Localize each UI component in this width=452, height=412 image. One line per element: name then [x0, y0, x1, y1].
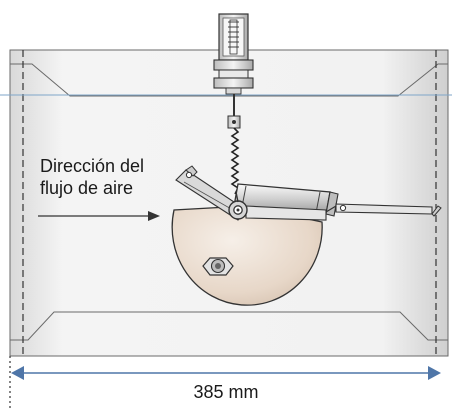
pivot: [228, 191, 248, 220]
flow-direction-label-line2: flujo de aire: [40, 178, 133, 198]
disc-body: [171, 205, 323, 306]
shaft-nut: [202, 257, 234, 276]
flow-direction-label-line1: Dirección del: [40, 156, 144, 176]
right-arm: [245, 203, 442, 221]
dimension: 385 mm: [9, 356, 441, 410]
duct-lower-contour: [10, 311, 448, 341]
actuator-assembly: [213, 13, 254, 129]
dimension-label: 385 mm: [193, 382, 258, 402]
spring: [230, 127, 240, 195]
damper-disc: [171, 205, 323, 306]
arrow-right-icon: [38, 211, 160, 221]
actuator-nut: [213, 59, 254, 71]
double-arrow-icon: [11, 366, 441, 380]
left-lever: [175, 165, 247, 221]
